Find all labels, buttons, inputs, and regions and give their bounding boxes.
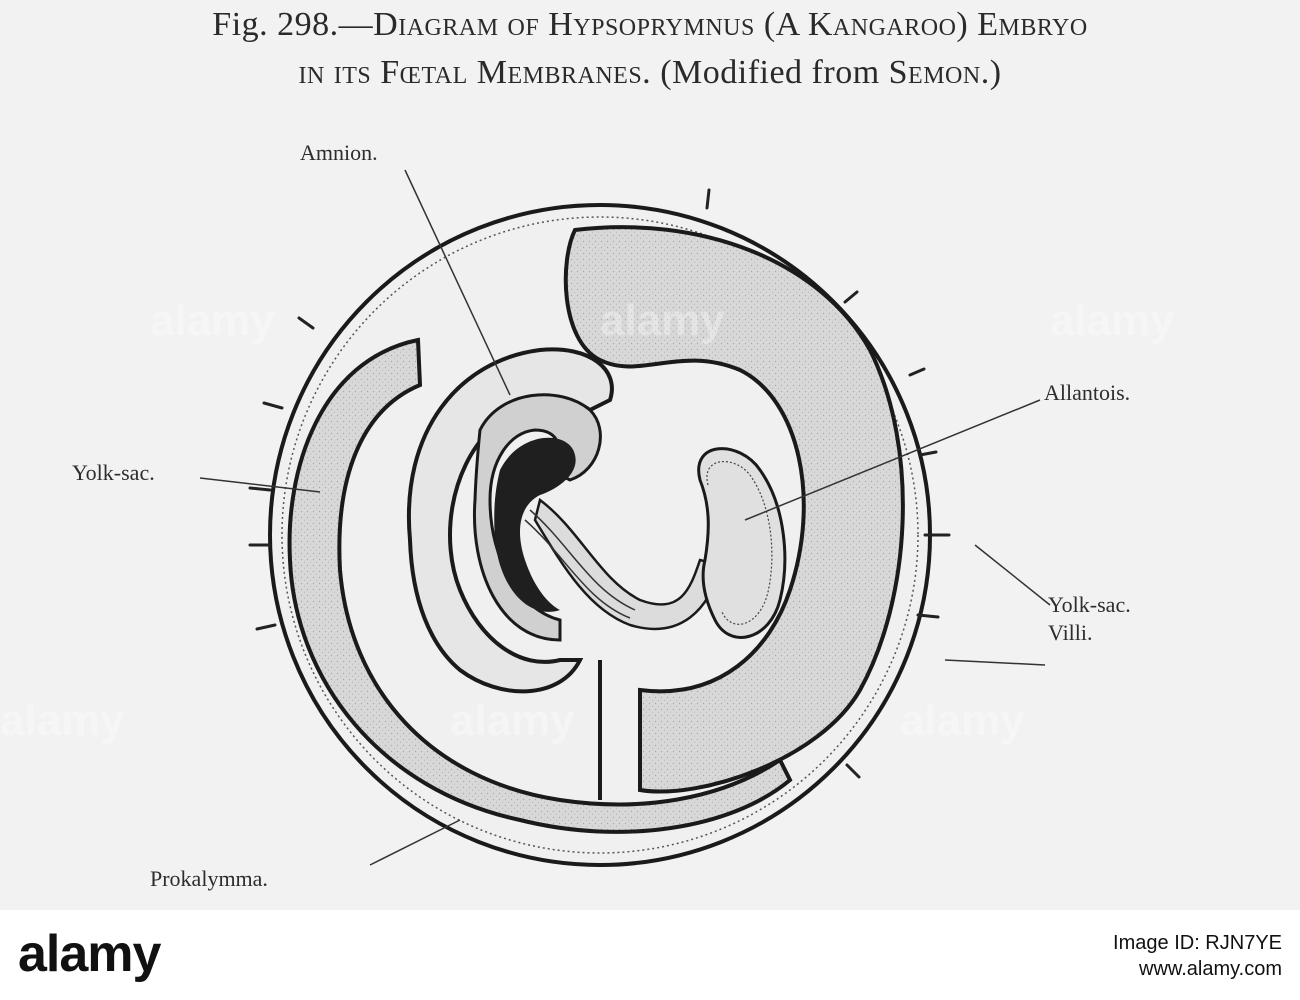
label-yolk-sac-villi-a: Yolk-sac. xyxy=(1048,592,1131,617)
villi-group xyxy=(248,188,951,779)
figure-source-author: Semon xyxy=(888,54,981,91)
image-id-block: Image ID: RJN7YE www.alamy.com xyxy=(1113,930,1282,982)
allantois-inner xyxy=(706,461,773,625)
label-allantois: Allantois. xyxy=(1044,380,1131,405)
outer-membrane-inner xyxy=(281,216,919,854)
figure-source-text: (Modified from xyxy=(651,54,889,91)
stalk-lines xyxy=(524,509,636,619)
watermark-footer xyxy=(0,910,1300,1000)
caption-line-1: Fig. 298.—Diagram of Hypsoprymnus (A Kan… xyxy=(0,6,1300,44)
yolk-sac-region xyxy=(287,337,793,834)
site-url: www.alamy.com xyxy=(1139,958,1282,980)
figure-title: Diagram of Hypsoprymnus (A Kangaroo) Emb… xyxy=(373,6,1088,43)
alamy-logo: alamy xyxy=(18,925,161,983)
figure-title-cont: in its Fœtal Membranes. xyxy=(298,54,652,91)
allantois xyxy=(697,447,787,639)
caption-line-2: in its Fœtal Membranes. (Modified from S… xyxy=(0,54,1300,92)
figure-source-end: .) xyxy=(980,54,1002,91)
label-prokalymma: Prokalymma. xyxy=(150,866,268,891)
inner-ring xyxy=(406,347,614,694)
right-cavity xyxy=(563,225,905,794)
label-amnion: Amnion. xyxy=(300,140,378,165)
label-yolk-sac-villi-b: Villi. xyxy=(1048,620,1093,645)
figure-number: Fig. 298.— xyxy=(212,6,374,43)
image-id: Image ID: RJN7YE xyxy=(1113,932,1282,954)
embryo xyxy=(494,437,576,612)
pointer-lines xyxy=(199,169,1051,866)
label-yolk-sac: Yolk-sac. xyxy=(72,460,155,485)
lower-septum xyxy=(598,660,642,800)
embryo-diagram xyxy=(199,169,1051,867)
